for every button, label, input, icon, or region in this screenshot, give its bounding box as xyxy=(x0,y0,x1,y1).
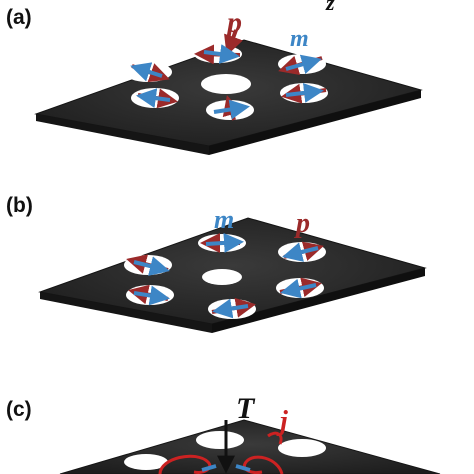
panel-c-m-marks xyxy=(201,464,251,472)
m-mark xyxy=(201,464,217,472)
panel-a: (a) z xyxy=(6,0,423,155)
panel-c-plate xyxy=(59,419,441,474)
panel-c: (c) T j xyxy=(6,392,441,474)
m-symbol: m xyxy=(290,26,309,52)
panel-c-label: (c) xyxy=(6,398,32,421)
panel-b-label: (b) xyxy=(6,194,33,217)
T-symbol: T xyxy=(236,392,256,425)
m-arrow xyxy=(212,298,249,319)
m-arrow xyxy=(285,54,322,74)
m-arrow xyxy=(282,242,319,262)
m-arrow xyxy=(213,99,250,120)
p-symbol: p xyxy=(294,208,310,239)
hole xyxy=(196,431,244,449)
p-symbol: p xyxy=(224,6,242,39)
m-arrow xyxy=(130,62,163,82)
m-arrow xyxy=(203,44,240,64)
panel-c-holes xyxy=(124,431,326,470)
current-loop xyxy=(243,455,284,474)
m-arrow xyxy=(133,256,170,276)
hole xyxy=(278,439,326,457)
center-hole xyxy=(202,269,242,285)
center-hole xyxy=(201,74,251,94)
hole xyxy=(124,454,168,470)
m-arrow xyxy=(285,82,324,103)
panel-b: (b) xyxy=(6,194,427,333)
m-arrow xyxy=(205,232,244,253)
panel-a-label: (a) xyxy=(6,6,32,29)
panel-a-corner-symbol: z xyxy=(325,0,335,15)
m-arrow xyxy=(280,278,317,299)
panel-b-m-arrows xyxy=(133,232,319,319)
m-symbol: m xyxy=(214,205,234,234)
m-arrow xyxy=(133,285,170,306)
current-loop xyxy=(267,431,283,445)
m-mark xyxy=(235,464,251,472)
m-arrow xyxy=(136,88,171,109)
panel-a-m-arrows xyxy=(130,44,324,120)
